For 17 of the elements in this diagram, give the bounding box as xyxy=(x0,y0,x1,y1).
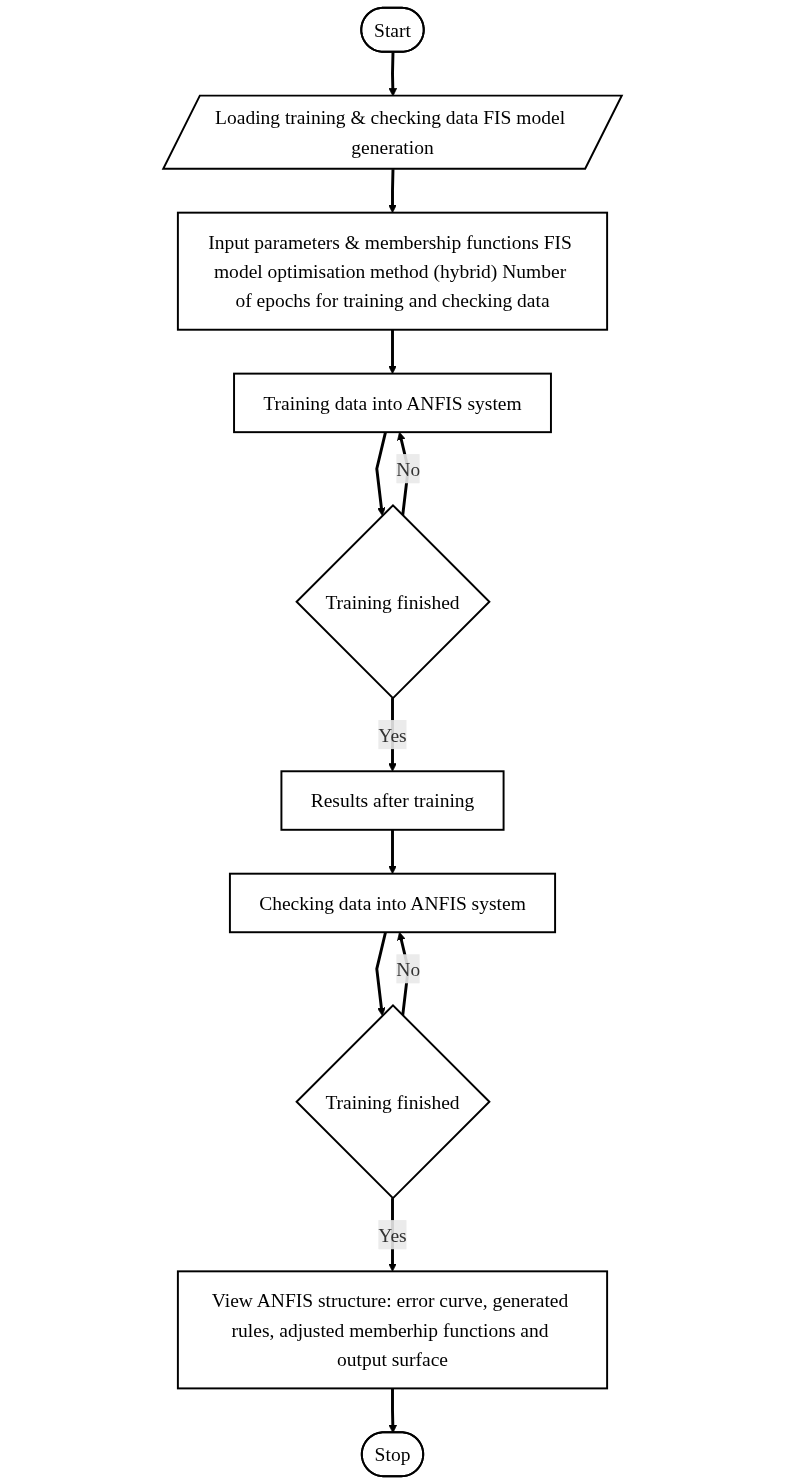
node-box: Input parameters & membership functions FIS model optimisation method (hybrid) Number of epochs for training and checking data xyxy=(176,211,609,331)
arrow xyxy=(388,829,397,875)
edge-label: Yes xyxy=(378,723,407,746)
node-diamond: Training finished xyxy=(295,1004,491,1200)
arrow xyxy=(375,931,387,1016)
edge-label: No xyxy=(396,958,421,980)
arrow xyxy=(388,1388,398,1434)
node-diamond: Training finished xyxy=(295,503,491,700)
node-box: Results after training xyxy=(280,770,505,831)
node-box: View ANFIS structure: error curve, generated rules, adjusted memberhip functions and output surface xyxy=(176,1270,609,1390)
arrow xyxy=(375,431,387,516)
edge-label: Yes xyxy=(378,1224,407,1246)
node-box: Checking data into ANFIS system xyxy=(228,872,557,934)
node-box: Training data into ANFIS system xyxy=(233,372,552,434)
edge-label: No xyxy=(396,458,421,480)
arrow xyxy=(388,169,397,214)
arrow xyxy=(388,329,397,374)
